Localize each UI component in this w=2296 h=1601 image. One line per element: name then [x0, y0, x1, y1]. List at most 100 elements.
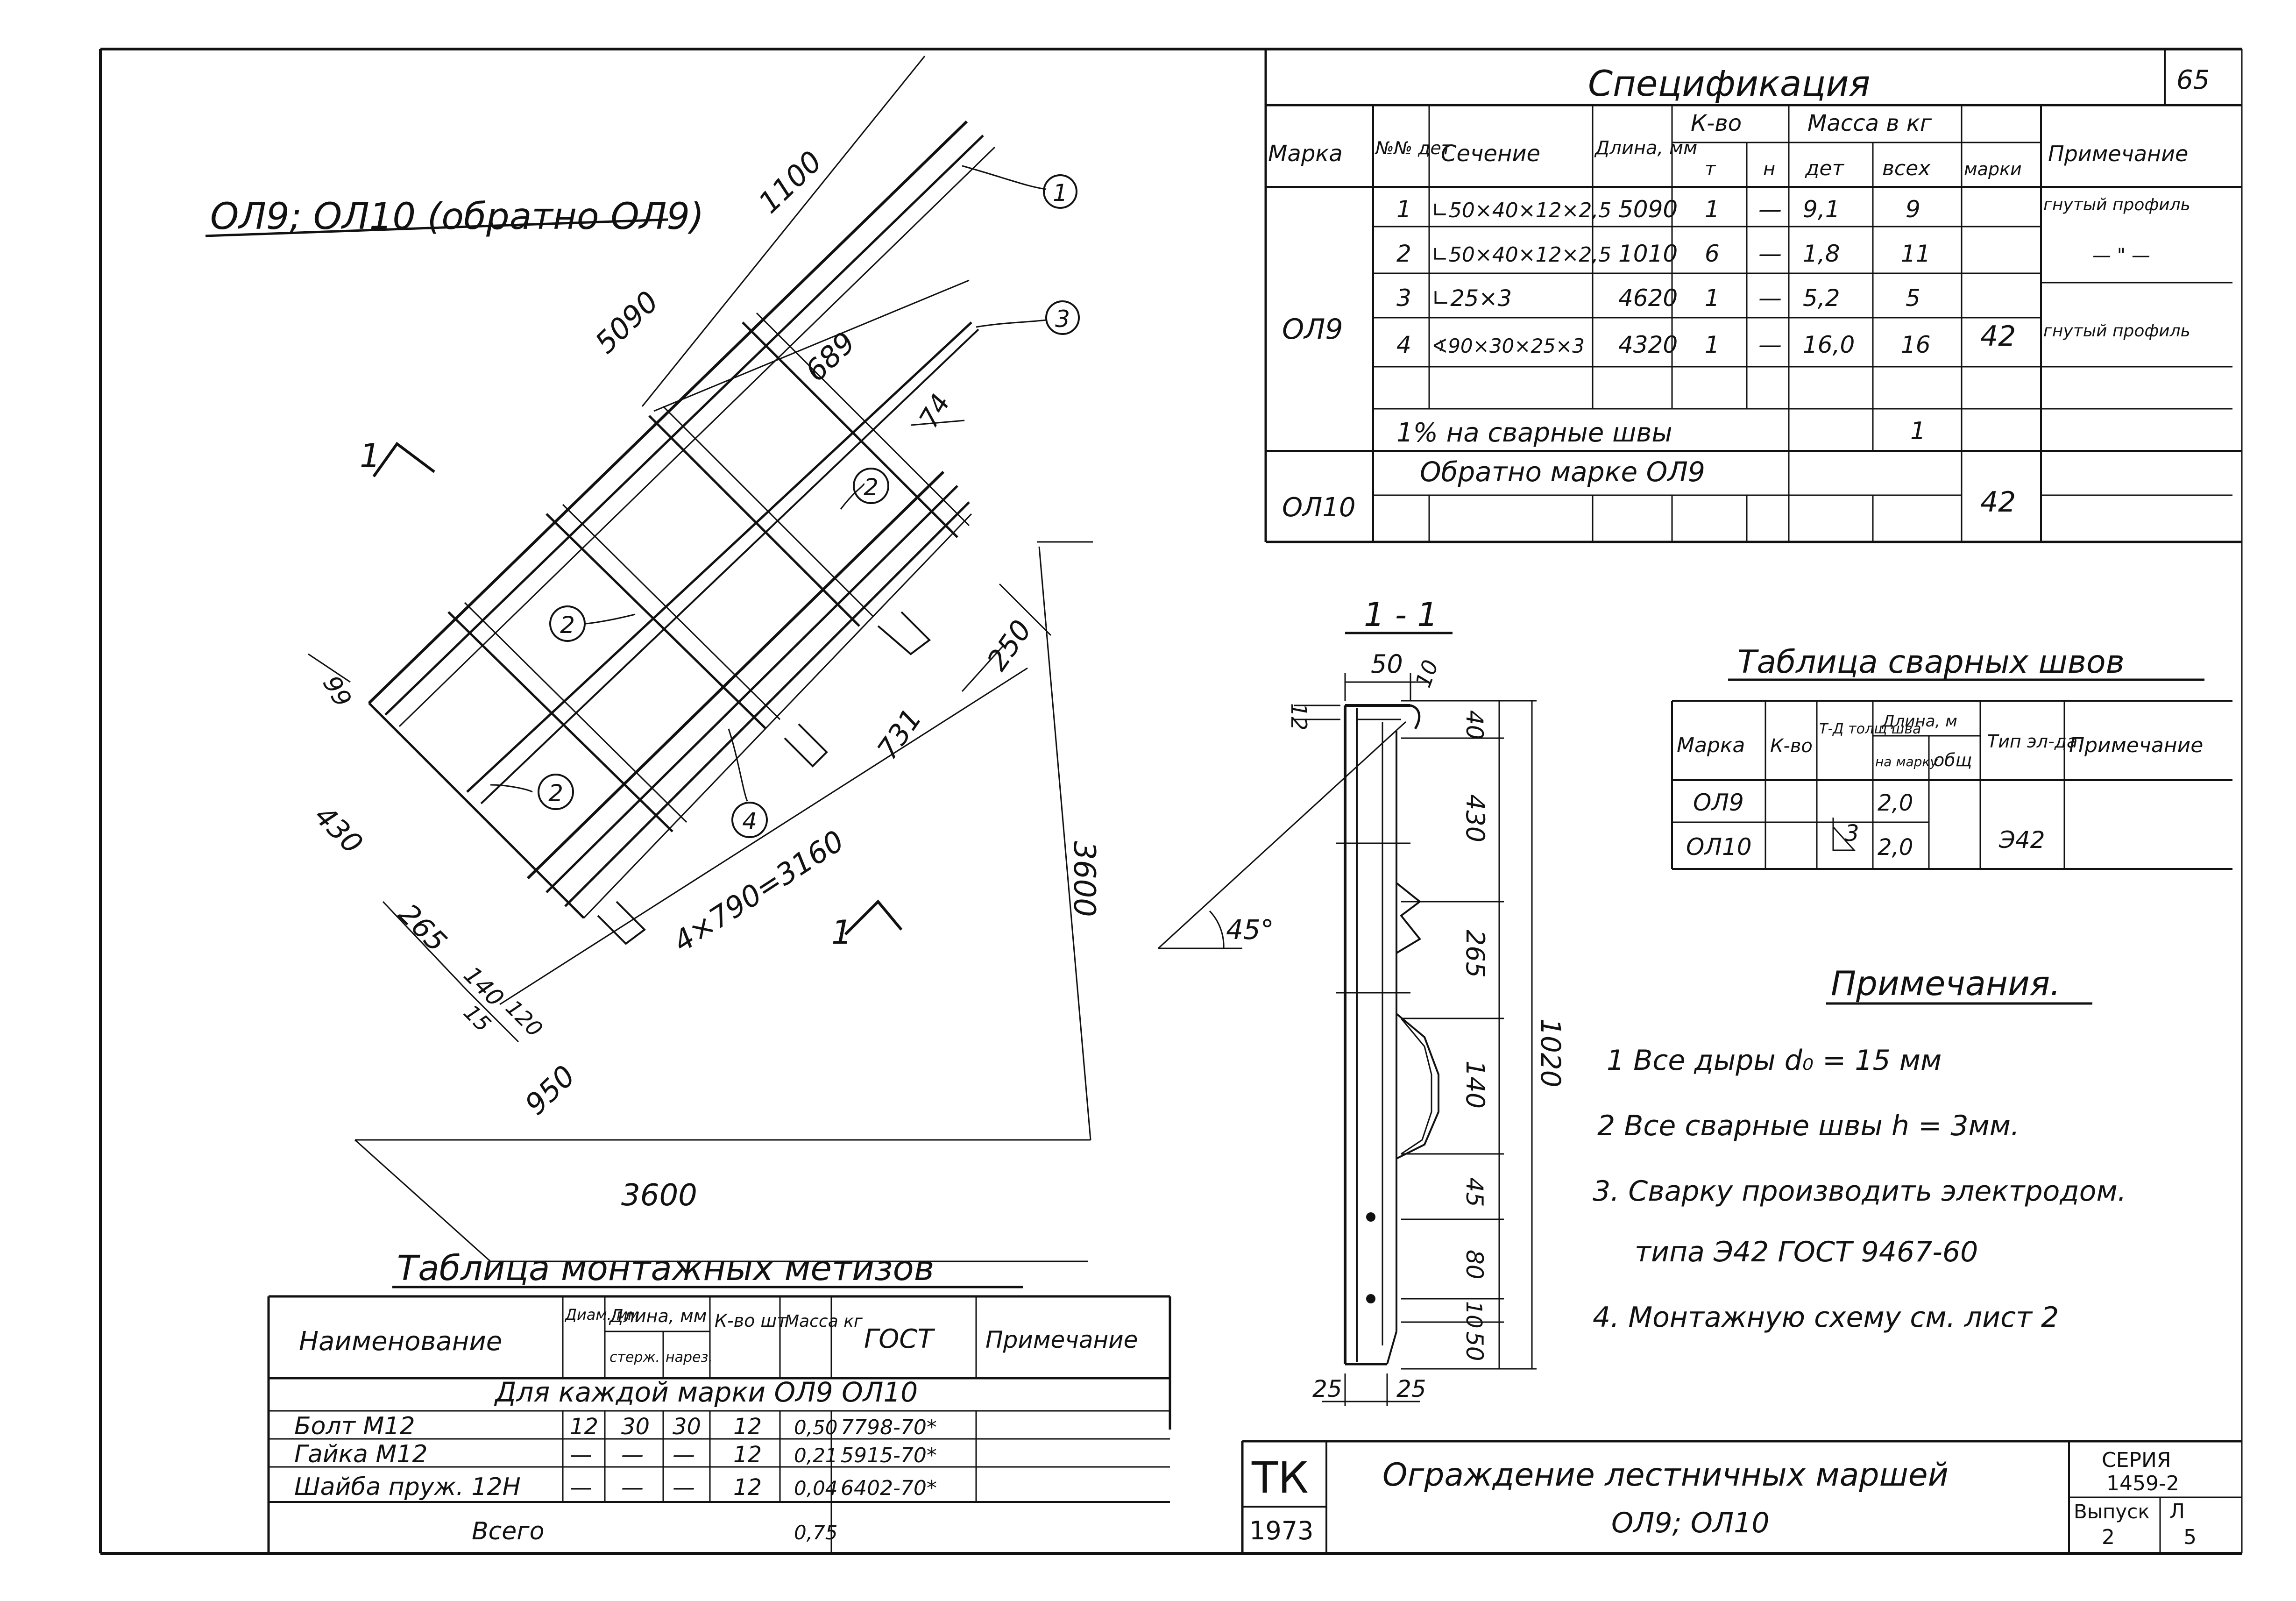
spec-row-section: ∟25×3 — [1431, 285, 1512, 312]
brackets — [597, 611, 931, 945]
spec-row-n: — — [1758, 240, 1782, 267]
spec-row-mdet: 1,8 — [1803, 240, 1840, 267]
hardware-grid — [267, 1295, 1171, 1553]
note-2: 2 Все сварные швы h = 3мм. — [1597, 1110, 2020, 1142]
sec-dim-25b: 25 — [1396, 1375, 1426, 1402]
spec-weld-mass: 1 — [1910, 417, 1926, 445]
dim-1100: 1100 — [752, 144, 829, 220]
page-number: 65 — [2176, 65, 2210, 95]
spec-row-length: 4620 — [1618, 285, 1678, 312]
hw-row-diam: 12 — [570, 1414, 598, 1440]
dim-5090: 5090 — [588, 285, 665, 360]
hardware-title: Таблица монтажных метизов — [397, 1248, 934, 1288]
hw-h-qty: К-во шт — [715, 1310, 788, 1331]
hw-h-len: Длина, мм — [609, 1306, 707, 1326]
sec-dim-265: 265 — [1460, 930, 1490, 978]
callout-2c-label: 2 — [548, 780, 563, 807]
spec-row-nn: 3 — [1396, 285, 1411, 312]
hw-row-qty: 12 — [733, 1442, 762, 1468]
callout-3: 3 — [1045, 300, 1080, 335]
section-dimension-lines — [1294, 673, 1537, 1406]
dim-265: 265 — [392, 897, 453, 958]
sec-dim-40: 40 — [1461, 710, 1488, 740]
spec-h-note: Примечание — [2048, 141, 2188, 166]
callout-1-label: 1 — [1053, 179, 1068, 206]
hw-row-rod: — — [621, 1442, 644, 1468]
weld-h-type: Тип эл-да — [1987, 731, 2077, 752]
spec-row-n: — — [1758, 196, 1782, 223]
hw-row-diam: — — [570, 1474, 592, 1501]
hw-row-thr: — — [673, 1474, 695, 1501]
sec-dim-140: 140 — [1460, 1060, 1490, 1109]
section-mark-bottom: 1 — [831, 913, 852, 952]
sec-dim-1020: 1020 — [1535, 1018, 1566, 1088]
callout-3-label: 3 — [1055, 306, 1070, 333]
hw-group-title: Для каждой марки ОЛ9 ОЛ10 — [494, 1376, 918, 1408]
weld-row-per-mark: 2,0 — [1878, 834, 1913, 861]
weld-thickness-symbol — [1832, 818, 1856, 851]
spec-row-section: ∟50×40×12×2,5 — [1431, 199, 1611, 222]
spec-row: 4 ∢90×30×25×3 4320 1 — 16,0 16 гнутый пр… — [1396, 321, 2190, 358]
spec-table: Спецификация 65 Марка №№ дет Сечение Дли… — [1264, 49, 2242, 543]
hw-row-rod: — — [621, 1474, 644, 1501]
title-block-grid — [1241, 1440, 2242, 1553]
spec-row-nn: 4 — [1396, 331, 1411, 358]
weld-row-mark: ОЛ10 — [1686, 833, 1752, 861]
note-3: 3. Сварку производить электродом. — [1593, 1175, 2126, 1208]
dim-120: 120 — [501, 995, 547, 1042]
section-profile — [1336, 704, 1439, 1366]
tb-issue-label: Выпуск — [2074, 1500, 2150, 1523]
posts — [368, 312, 970, 919]
weld-table: Таблица сварных швов Марка К-во Т-Д толщ… — [1671, 644, 2232, 870]
title-block: ТК 1973 Ограждение лестничных маршей ОЛ9… — [1241, 1440, 2242, 1553]
hw-row-thr: 30 — [673, 1414, 701, 1440]
spec-row-section: ∟50×40×12×2,5 — [1431, 243, 1611, 267]
dim-74: 74 — [914, 389, 957, 433]
weld-thick: 3 — [1845, 820, 1859, 847]
spec-row-mall: 5 — [1906, 285, 1920, 312]
weld-h-mark: Марка — [1677, 733, 1745, 757]
hw-row-qty: 12 — [733, 1414, 762, 1440]
spec-row-note: гнутый профиль — [2043, 195, 2190, 214]
tb-series-label: СЕРИЯ — [2102, 1448, 2171, 1472]
weld-h-total: общ — [1934, 750, 1972, 770]
section-view: 1 - 1 45° — [1157, 596, 1566, 1406]
hw-h-len-rod: стерж. — [609, 1349, 660, 1366]
hw-row: Гайка М12 — — — 12 0,21 5915-70* — [294, 1440, 937, 1468]
spec-mark-ol9: ОЛ9 — [1282, 313, 1343, 346]
section-angle: 45° — [1226, 914, 1274, 946]
note-3b: типа Э42 ГОСТ 9467-60 — [1635, 1236, 1978, 1268]
spec-mark-ol10: ОЛ10 — [1282, 492, 1355, 523]
hw-row-name: Гайка М12 — [294, 1440, 427, 1468]
sec-dim-25a: 25 — [1312, 1375, 1342, 1402]
hw-row-diam: — — [570, 1442, 592, 1468]
section-mark-top: 1 — [360, 437, 381, 475]
spec-h-length: Длина, мм — [1594, 137, 1697, 159]
spec-row-note: гнутый профиль — [2043, 321, 2190, 341]
spec-weld-label: 1% на сварные швы — [1396, 418, 1672, 448]
tb-series: 1459-2 — [2106, 1472, 2179, 1495]
note-1: 1 Все дыры d₀ = 15 мм — [1607, 1044, 1942, 1077]
weld-h-per-mark: на марку — [1875, 754, 1938, 769]
main-view-title: ОЛ9; ОЛ10 (обратно ОЛ9) — [210, 196, 704, 238]
spec-ol10-text: Обратно марке ОЛ9 — [1420, 456, 1705, 488]
main-dimension-lines — [308, 56, 1093, 1262]
spec-row-t: 6 — [1705, 240, 1720, 267]
dim-4x790: 4×790=3160 — [667, 824, 850, 959]
weld-h-note: Примечание — [2069, 733, 2203, 757]
spec-row-length: 4320 — [1618, 331, 1678, 358]
notes-title: Примечания. — [1831, 964, 2061, 1003]
section-title: 1 - 1 — [1364, 596, 1438, 634]
weld-row-mark: ОЛ9 — [1693, 789, 1744, 816]
dim-3600-horizontal: 3600 — [621, 1178, 697, 1213]
hw-row: Шайба пруж. 12Н — — — 12 0,04 6402-70* — [294, 1473, 937, 1501]
spec-row: 2 ∟50×40×12×2,5 1010 6 — 1,8 11 — " — — [1396, 240, 2150, 267]
spec-row-mdet: 16,0 — [1803, 331, 1855, 358]
dim-140: 140 — [459, 961, 509, 1011]
callout-2b-label: 2 — [560, 612, 575, 639]
hw-h-gost: ГОСТ — [864, 1324, 935, 1354]
spec-h-all: всех — [1882, 157, 1931, 180]
sec-dim-50b: 50 — [1461, 1331, 1488, 1361]
tb-year: 1973 — [1249, 1516, 1313, 1545]
